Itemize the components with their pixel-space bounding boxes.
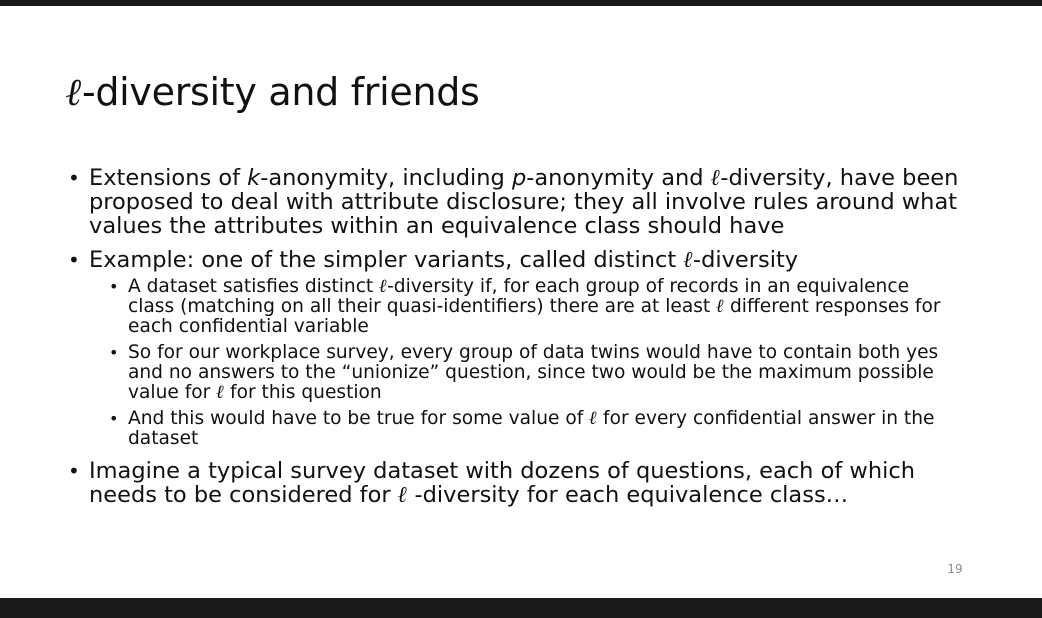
- slide-title: ℓ-diversity and friends: [66, 69, 480, 115]
- text-run: Imagine a typical survey dataset with do…: [89, 458, 915, 508]
- bullet-text: Example: one of the simpler variants, ca…: [89, 248, 968, 272]
- sub-bullet-text: So for our workplace survey, every group…: [128, 343, 948, 403]
- text-run: -diversity for each equivalence class…: [407, 482, 849, 508]
- ell-symbol: ℓ: [710, 165, 721, 191]
- text-run: Extensions of: [89, 165, 248, 191]
- bullet-dot-icon: •: [68, 248, 80, 272]
- text-run: p: [511, 165, 527, 191]
- text-run: So for our workplace survey, every group…: [128, 342, 939, 403]
- bullet-text: Extensions of k-anonymity, including p-a…: [89, 166, 968, 238]
- text-run: for this question: [224, 382, 382, 403]
- text-run: Example: one of the simpler variants, ca…: [89, 247, 684, 273]
- text-run: -diversity, have been proposed to deal w…: [89, 165, 959, 239]
- text-run: different responses for each confidentia…: [128, 296, 941, 337]
- bullet-item: • Extensions of k-anonymity, including p-…: [68, 166, 968, 238]
- slide-number: 19: [947, 562, 963, 576]
- bullet-text: Imagine a typical survey dataset with do…: [89, 459, 968, 507]
- text-run: And this would have to be true for some …: [128, 408, 590, 429]
- top-frame-bar: [0, 0, 1042, 6]
- slide-bullet-list: •Extensions of k-anonymity, including p-…: [68, 166, 968, 517]
- text-run: -anonymity and: [526, 165, 711, 191]
- bullet-item: • Example: one of the simpler variants, c…: [68, 248, 968, 449]
- sub-bullet-text: A dataset satisfies distinct ℓ-diversity…: [128, 277, 948, 337]
- title-ell-symbol: ℓ: [66, 69, 82, 114]
- sub-bullet-item: • A dataset satisfies distinct ℓ-diversit…: [109, 277, 948, 337]
- text-run: -diversity: [692, 247, 799, 273]
- title-text: -diversity and friends: [81, 70, 480, 114]
- text-run: -anonymity, including: [260, 165, 512, 191]
- ell-symbol: ℓ: [589, 408, 598, 429]
- ell-symbol: ℓ: [379, 276, 388, 297]
- ell-symbol: ℓ: [716, 296, 725, 317]
- text-run: -diversity if, for each group of records…: [128, 276, 910, 317]
- text-run: A dataset satisfies distinct: [128, 276, 380, 297]
- bottom-frame-bar: [0, 598, 1042, 618]
- bullet-dot-icon: •: [68, 166, 80, 190]
- ell-symbol: ℓ: [397, 482, 408, 508]
- text-run: k: [247, 165, 261, 191]
- sub-bullet-text: And this would have to be true for some …: [128, 409, 948, 449]
- sub-bullet-list: •A dataset satisfies distinct ℓ-diversit…: [89, 277, 968, 449]
- bullet-dot-icon: •: [109, 277, 119, 296]
- slide-canvas: ℓ-diversity and friends •Extensions of k…: [0, 6, 1042, 598]
- ell-symbol: ℓ: [216, 382, 225, 403]
- sub-bullet-item: • So for our workplace survey, every grou…: [109, 343, 948, 403]
- bullet-dot-icon: •: [109, 409, 119, 428]
- text-run: for every confidential answer in the dat…: [128, 408, 935, 449]
- bullet-dot-icon: •: [109, 343, 119, 362]
- bullet-item: • Imagine a typical survey dataset with d…: [68, 459, 968, 507]
- sub-bullet-item: • And this would have to be true for some…: [109, 409, 948, 449]
- bullet-dot-icon: •: [68, 459, 80, 483]
- ell-symbol: ℓ: [683, 247, 693, 273]
